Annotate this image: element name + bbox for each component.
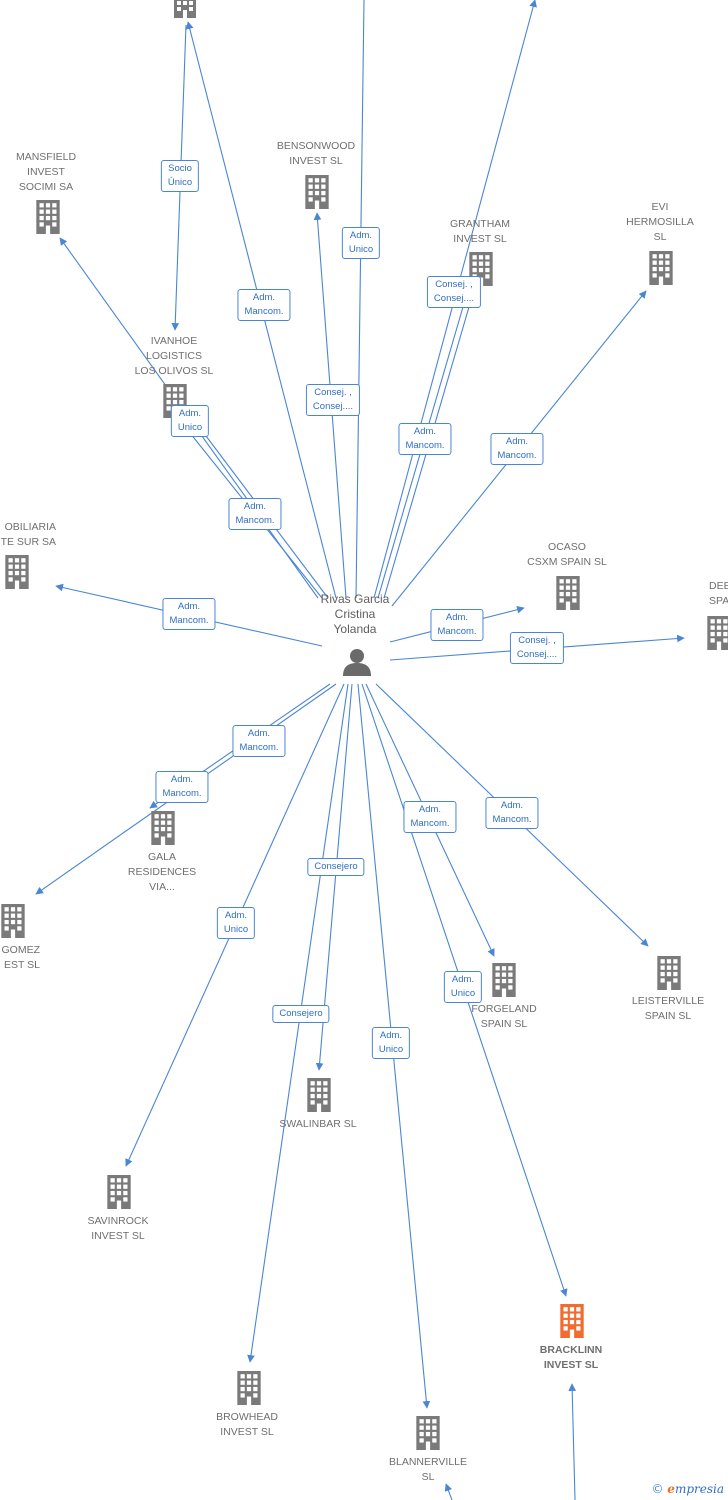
- building-icon[interactable]: [36, 200, 60, 234]
- node-label-evi[interactable]: EVI HERMOSILLA SL: [626, 201, 694, 243]
- node-label-gomez[interactable]: GOMEZ EST SL: [1, 944, 41, 971]
- person-label[interactable]: Rivas Garcia Cristina Yolanda: [320, 592, 390, 636]
- relation-consejero-browhead[interactable]: Consejero: [272, 1005, 330, 1023]
- building-icon[interactable]: [556, 576, 580, 610]
- building-icon[interactable]: [416, 1416, 440, 1450]
- relation-adm-mancom-ocaso[interactable]: Adm. Mancom.: [430, 609, 484, 641]
- relation-adm-mancom-gala[interactable]: Adm. Mancom.: [232, 725, 286, 757]
- node-label-gala[interactable]: GALA RESIDENCES VIA...: [127, 851, 197, 893]
- node-label-ivanhoe[interactable]: IVANHOE LOGISTICS LOS OLIVOS SL: [134, 335, 214, 377]
- building-icon[interactable]: [657, 956, 681, 990]
- node-label-swalinbar[interactable]: SWALINBAR SL: [279, 1118, 357, 1130]
- relation-adm-mancom-top[interactable]: Adm. Mancom.: [237, 289, 291, 321]
- node-label-blannerville[interactable]: BLANNERVILLE SL: [388, 1456, 467, 1483]
- relation-adm-mancom-inmob[interactable]: Adm. Mancom.: [162, 598, 216, 630]
- edge-bracklinn-in: [568, 1383, 577, 1500]
- building-icon[interactable]: [649, 251, 673, 285]
- building-icon[interactable]: [305, 175, 329, 209]
- edge-browhead: [247, 683, 349, 1363]
- node-label-leisterville[interactable]: LEISTERVILLE SPAIN SL: [631, 995, 705, 1022]
- relation-adm-unico-blannerville[interactable]: Adm. Unico: [371, 1027, 411, 1059]
- relation-adm-mancom-leisterville[interactable]: Adm. Mancom.: [485, 797, 539, 829]
- relation-socio-unico[interactable]: Socio Único: [160, 160, 200, 192]
- node-label-inmobiliaria[interactable]: OBILIARIA TE SUR SA: [0, 521, 56, 548]
- relation-adm-unico-bracklinn[interactable]: Adm. Unico: [443, 971, 483, 1003]
- relation-adm-unico[interactable]: Adm. Unico: [341, 227, 381, 259]
- building-icon-highlight[interactable]: [560, 1304, 584, 1338]
- edge-blannerville-in: [444, 1483, 453, 1500]
- node-label-bensonwood[interactable]: BENSONWOOD INVEST SL: [276, 140, 356, 167]
- building-icon[interactable]: [5, 555, 29, 589]
- node-label-browhead[interactable]: BROWHEAD INVEST SL: [216, 1411, 278, 1438]
- node-label-savinrock[interactable]: SAVINROCK INVEST SL: [87, 1215, 149, 1242]
- building-icon[interactable]: [707, 616, 728, 650]
- relation-adm-mancom-gomez[interactable]: Adm. Mancom.: [155, 771, 209, 803]
- relation-adm-unico-ivanhoe[interactable]: Adm. Unico: [170, 405, 210, 437]
- relation-consej-deermo[interactable]: Consej. , Consej....: [509, 632, 565, 664]
- node-label-mansfield[interactable]: MANSFIELD INVEST SOCIMI SA: [15, 151, 77, 193]
- building-icon[interactable]: [174, 0, 196, 18]
- edge-top-1: [355, 0, 365, 599]
- brand-initial: e: [667, 1482, 675, 1496]
- brand-name: mpresia: [674, 1482, 724, 1496]
- relation-adm-mancom-mansfield[interactable]: Adm. Mancom.: [228, 498, 282, 530]
- relation-adm-unico-savinrock[interactable]: Adm. Unico: [216, 907, 256, 939]
- building-icon[interactable]: [151, 811, 175, 845]
- node-label-ocaso[interactable]: OCASO CSXM SPAIN SL: [527, 541, 607, 568]
- person-icon[interactable]: [343, 649, 371, 676]
- node-label-forgeland[interactable]: FORGELAND SPAIN SL: [471, 1003, 537, 1030]
- node-label-bracklinn[interactable]: BRACKLINN INVEST SL: [539, 1344, 603, 1371]
- building-icon[interactable]: [1, 904, 25, 938]
- building-icon[interactable]: [492, 963, 516, 997]
- relation-consej-bensonwood[interactable]: Consej. , Consej....: [305, 384, 361, 416]
- node-label-grantham[interactable]: GRANTHAM INVEST SL: [449, 218, 511, 245]
- relation-consejero-swalinbar[interactable]: Consejero: [307, 858, 365, 876]
- relation-adm-mancom-evi[interactable]: Adm. Mancom.: [490, 433, 544, 465]
- relation-adm-mancom-grantham[interactable]: Adm. Mancom.: [398, 423, 452, 455]
- building-icon[interactable]: [107, 1175, 131, 1209]
- building-icon[interactable]: [307, 1078, 331, 1112]
- edge-layer: [35, 0, 685, 1500]
- node-label-deermo[interactable]: DEERMO SPAIN: [709, 580, 728, 607]
- building-icon[interactable]: [237, 1371, 261, 1405]
- copyright-symbol: ©: [651, 1482, 664, 1496]
- relation-consej-grantham[interactable]: Consej. , Consej....: [426, 276, 482, 308]
- empresia-watermark: © empresia: [651, 1482, 724, 1496]
- relation-adm-mancom-forgeland[interactable]: Adm. Mancom.: [403, 801, 457, 833]
